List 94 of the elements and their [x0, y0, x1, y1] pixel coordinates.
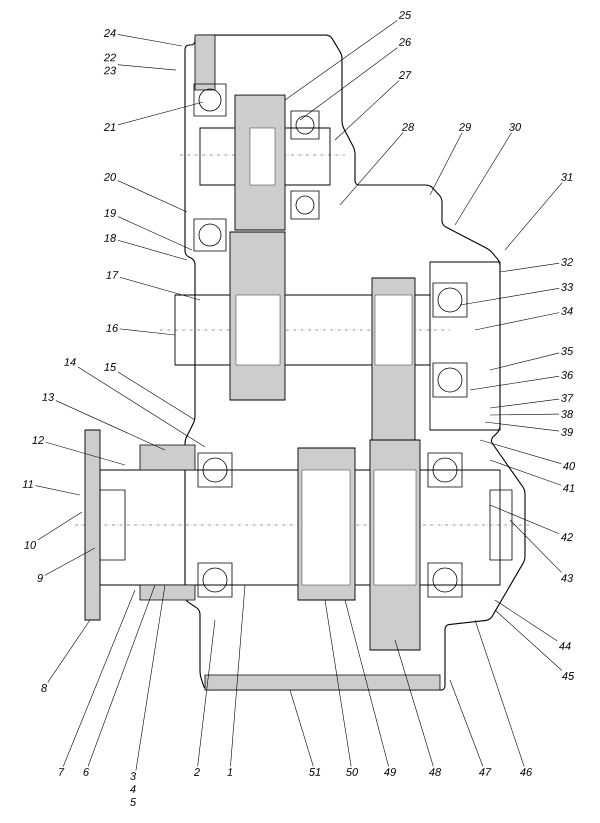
leader-line: [344, 600, 389, 767]
callout-number: 27: [398, 71, 412, 79]
leader-line: [474, 312, 560, 330]
callout-number: 21: [104, 123, 116, 131]
leader-line: [120, 276, 200, 300]
leader-line: [490, 414, 560, 416]
callout-number: 8: [41, 684, 47, 692]
callout-number: 9: [37, 574, 43, 582]
callout-number: 41: [562, 484, 574, 492]
callout-number: 24: [104, 29, 116, 37]
leader-line: [78, 366, 206, 448]
callout-number: 37: [561, 394, 574, 402]
leader-line: [118, 102, 204, 126]
callout-number: 48: [428, 768, 442, 776]
leader-line: [500, 262, 560, 272]
callout-number: 36: [561, 371, 574, 379]
leader-line: [474, 620, 524, 767]
callout-number: 45: [562, 672, 574, 680]
leader-line: [88, 584, 156, 767]
callout-number: 42: [560, 533, 573, 541]
callout-number: 7: [59, 768, 64, 776]
leader-line: [484, 422, 560, 432]
leader-line: [334, 80, 400, 140]
callout-number: 31: [561, 173, 572, 181]
leader-line: [394, 640, 434, 767]
callout-number: 25: [398, 11, 412, 19]
callout-number: 35: [561, 347, 574, 355]
callout-number: 28: [402, 123, 414, 131]
leader-line: [118, 216, 192, 250]
leader-line: [136, 584, 166, 771]
leader-line: [118, 240, 188, 260]
leader-line: [490, 398, 560, 408]
leader-line: [62, 590, 136, 767]
callout-number: 11: [22, 480, 33, 488]
leader-line: [480, 440, 562, 464]
leader-line: [490, 352, 560, 370]
callout-number: 13: [42, 393, 54, 401]
leader-line: [494, 610, 562, 671]
leader-line: [300, 47, 398, 120]
callout-number: 14: [64, 358, 76, 366]
leader-line: [230, 584, 246, 767]
callout-number: 51: [309, 768, 320, 776]
leader-line: [454, 132, 512, 226]
leader-line: [35, 485, 80, 496]
callout-number: 1: [227, 768, 232, 776]
callout-number: 30: [509, 123, 522, 131]
callout-number: 44: [558, 642, 571, 650]
leader-line: [56, 400, 166, 450]
callout-number: 12: [32, 436, 44, 444]
callout-number: 3 4 5: [130, 772, 136, 806]
leader-line: [324, 600, 352, 767]
leader-line: [460, 288, 560, 306]
leader-line: [430, 132, 462, 196]
callout-number: 10: [24, 541, 36, 549]
leader-line: [450, 680, 484, 767]
callout-number: 18: [104, 234, 116, 242]
callout-number: 2: [194, 768, 200, 776]
leader-line: [494, 600, 558, 642]
leader-line: [118, 372, 196, 420]
callout-number: 33: [561, 283, 573, 291]
leader-line: [118, 34, 182, 46]
leader-line: [504, 182, 563, 250]
leader-line: [120, 328, 176, 336]
leader-line: [290, 690, 314, 767]
callout-number: 29: [458, 123, 471, 131]
callout-number: 15: [104, 363, 116, 371]
callout-number: 46: [520, 768, 532, 776]
leader-line: [118, 64, 176, 70]
leader-line: [284, 20, 398, 100]
callout-number: 26: [398, 38, 412, 46]
callout-number: 19: [104, 209, 116, 217]
callout-number: 32: [561, 258, 573, 266]
callout-number: 17: [106, 271, 118, 279]
leader-line: [510, 520, 562, 573]
callout-number: 34: [561, 307, 573, 315]
callout-number: 6: [84, 768, 90, 776]
callout-number: 47: [478, 768, 492, 776]
leader-line: [490, 460, 562, 486]
callout-number: 39: [561, 428, 573, 436]
callout-number: 49: [384, 768, 396, 776]
leader-line: [470, 376, 560, 390]
leader-line: [118, 180, 188, 212]
callout-number: 40: [562, 462, 575, 470]
callout-number: 43: [560, 574, 573, 582]
leader-line: [47, 620, 90, 683]
callout-number: 16: [106, 324, 118, 332]
leader-line: [340, 132, 404, 206]
callout-number: 22 23: [104, 54, 116, 74]
leader-line: [490, 504, 560, 534]
callout-number: 20: [104, 173, 116, 181]
callout-number: 38: [561, 410, 574, 418]
leader-line: [197, 620, 216, 767]
callout-number: 50: [346, 768, 358, 776]
leader-line: [38, 512, 82, 540]
